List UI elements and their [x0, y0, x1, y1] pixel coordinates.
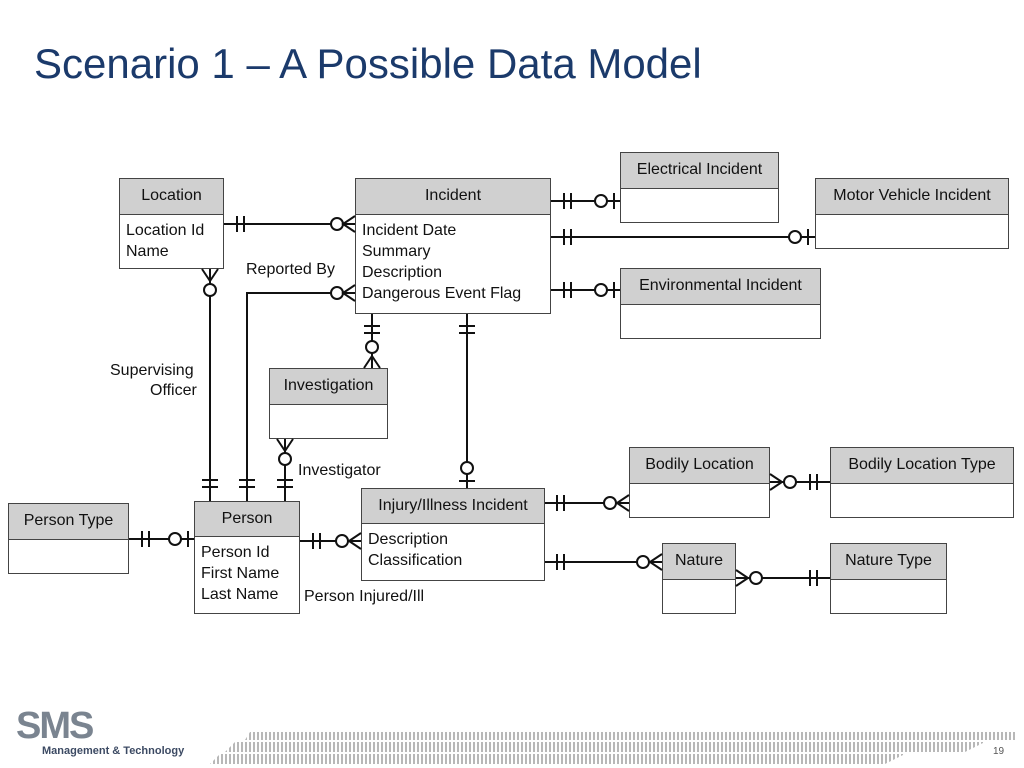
entity-header: Investigation [270, 369, 387, 405]
label-officer: Officer [150, 382, 197, 399]
zero-circle [783, 475, 797, 489]
attribute: Classification [368, 552, 463, 569]
entity-person: Person Person Id First Name Last Name [194, 501, 300, 614]
page-number: 19 [993, 746, 1005, 757]
entity-location: Location Location Id Name [119, 178, 224, 269]
entity-investigation: Investigation [269, 368, 388, 439]
zero-circle [278, 452, 292, 466]
crow-foot [769, 473, 784, 491]
zero-circle [749, 571, 763, 585]
zero-circle [603, 496, 617, 510]
zero-circle [460, 461, 474, 475]
crow-foot [648, 553, 663, 571]
rel-person-incident-reported [246, 292, 355, 501]
entity-attributes: Location Id Name [120, 215, 223, 262]
attribute: Person Id [201, 544, 270, 561]
entity-header: Incident [356, 179, 550, 215]
crow-foot [341, 215, 356, 233]
sms-logo: SMS [16, 705, 94, 747]
zero-circle [594, 283, 608, 297]
zero-circle [594, 194, 608, 208]
attribute: Summary [362, 243, 431, 260]
label-supervising: Supervising [110, 362, 194, 379]
entity-header: Person [195, 502, 299, 537]
entity-incident: Incident Incident Date Summary Descripti… [355, 178, 551, 314]
crow-foot [276, 438, 294, 453]
crow-foot [615, 494, 630, 512]
attribute: Description [362, 264, 443, 281]
zero-circle [203, 283, 217, 297]
entity-header: Person Type [9, 504, 128, 540]
attribute: First Name [201, 565, 280, 582]
entity-electrical-incident: Electrical Incident [620, 152, 779, 223]
entity-motor-vehicle-incident: Motor Vehicle Incident [815, 178, 1009, 249]
label-investigator: Investigator [298, 462, 381, 479]
entity-header: Location [120, 179, 223, 215]
entity-nature: Nature [662, 543, 736, 614]
attribute: Description [368, 531, 449, 548]
entity-header: Injury/Illness Incident [362, 489, 544, 524]
decorative-stripes [210, 732, 1017, 764]
attribute: Last Name [201, 586, 279, 603]
entity-header: Motor Vehicle Incident [816, 179, 1008, 215]
entity-bodily-location-type: Bodily Location Type [830, 447, 1014, 518]
entity-bodily-location: Bodily Location [629, 447, 770, 518]
entity-header: Environmental Incident [621, 269, 820, 305]
entity-attributes: Person Id First Name Last Name [195, 537, 299, 605]
crow-foot [201, 268, 219, 283]
crow-foot [735, 569, 750, 587]
entity-person-type: Person Type [8, 503, 129, 574]
attribute: Incident Date [362, 222, 457, 239]
zero-circle [365, 340, 379, 354]
label-reported-by: Reported By [246, 261, 335, 278]
zero-circle [788, 230, 802, 244]
entity-environmental-incident: Environmental Incident [620, 268, 821, 339]
slide-title: Scenario 1 – A Possible Data Model [34, 40, 702, 87]
entity-header: Bodily Location Type [831, 448, 1013, 484]
entity-header: Nature [663, 544, 735, 580]
zero-circle [636, 555, 650, 569]
entity-header: Electrical Incident [621, 153, 778, 189]
entity-header: Nature Type [831, 544, 946, 580]
crow-foot [347, 532, 362, 550]
attribute: Dangerous Event Flag [362, 285, 522, 302]
attribute: Name [126, 243, 169, 260]
logo-subtitle: Management & Technology [42, 745, 185, 757]
entity-nature-type: Nature Type [830, 543, 947, 614]
crow-foot [363, 354, 381, 369]
crow-foot [341, 284, 356, 302]
zero-circle [168, 532, 182, 546]
attribute: Location Id [126, 222, 205, 239]
entity-header: Bodily Location [630, 448, 769, 484]
label-person-injured: Person Injured/Ill [304, 588, 425, 605]
zero-circle [335, 534, 349, 548]
entity-attributes: Description Classification [362, 524, 544, 571]
entity-injury-illness-incident: Injury/Illness Incident Description Clas… [361, 488, 545, 581]
entity-attributes: Incident Date Summary Description Danger… [356, 215, 550, 304]
